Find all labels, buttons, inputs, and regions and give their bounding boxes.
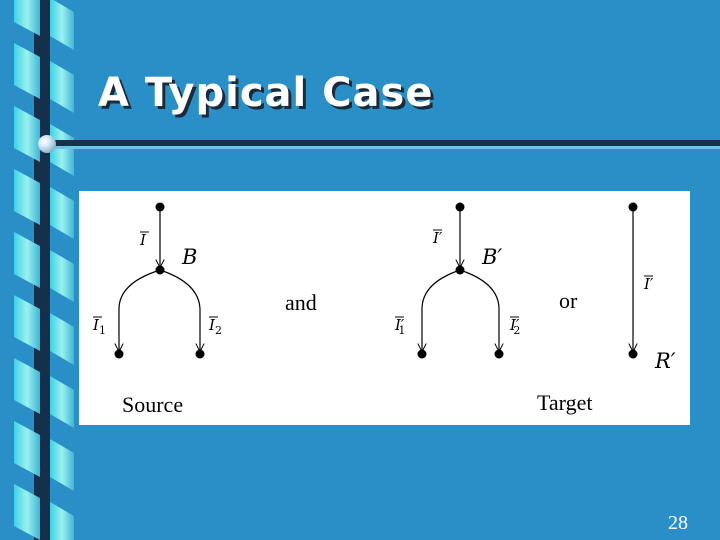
target1-top-node	[455, 202, 465, 212]
ribbon-segment-right	[50, 250, 74, 302]
target2-bottom-node	[628, 349, 638, 359]
ribbon-segment-right	[50, 61, 74, 113]
source-node-label: B	[181, 245, 197, 269]
source-caption: Source	[122, 392, 183, 417]
ribbon-segment-left	[14, 484, 40, 540]
transformation-diagram: I B I1 I2 Source and I′	[92, 202, 676, 417]
ribbon-segment-left	[14, 232, 40, 288]
target1-right-edge	[459, 269, 499, 351]
ribbon-segment-right	[50, 0, 74, 50]
page-number: 28	[668, 512, 688, 534]
target2-edge-label: I′	[643, 275, 654, 293]
title-rule	[38, 135, 720, 153]
source-graph: I B I1 I2 Source	[92, 202, 222, 417]
source-right-node	[195, 349, 205, 359]
source-left-node	[114, 349, 124, 359]
ribbon-segment-right	[50, 439, 74, 491]
source-left-edge-label: I1	[92, 316, 106, 337]
diagram-panel: I B I1 I2 Source and I′	[79, 191, 690, 425]
ribbon-segment-left	[14, 421, 40, 477]
ribbon-segment-right	[50, 124, 74, 176]
target1-top-edge-label: I′	[432, 229, 443, 247]
target1-left-node	[417, 349, 427, 359]
ribbon-segment-left	[14, 43, 40, 99]
target1-right-node	[494, 349, 504, 359]
ribbon-segments	[14, 0, 74, 540]
source-left-edge	[119, 269, 161, 351]
source-right-edge-label: I2	[208, 316, 222, 337]
ribbon-segment-left	[14, 169, 40, 225]
target2-node-label: R′	[654, 349, 676, 373]
ribbon-segment-right	[50, 502, 74, 540]
target1-left-edge-label: I′1	[394, 316, 405, 337]
source-right-edge	[159, 269, 200, 351]
ribbon-segment-right	[50, 187, 74, 239]
left-ribbon-decoration	[14, 0, 74, 540]
slide-title: A Typical Case	[98, 70, 434, 116]
connector-and: and	[285, 290, 317, 315]
target2-top-node	[628, 202, 638, 212]
connector-or: or	[559, 288, 578, 313]
ribbon-segment-right	[50, 376, 74, 428]
ribbon-segment-left	[14, 106, 40, 162]
target-caption: Target	[537, 390, 592, 415]
title-rule-ball	[38, 135, 56, 153]
ribbon-segment-left	[14, 358, 40, 414]
target1-node-label: B′	[481, 245, 502, 269]
ribbon-segment-left	[14, 295, 40, 351]
title-rule-light-line	[50, 146, 720, 149]
source-top-edge-label: I	[139, 231, 147, 249]
source-top-node	[155, 202, 165, 212]
target1-right-edge-label: I′2	[509, 316, 520, 337]
ribbon-segment-right	[50, 313, 74, 365]
target-graph-second: I′ R′	[628, 202, 676, 373]
target1-left-edge	[422, 269, 461, 351]
target-graph-first: I′ B′ I′1 I′2	[394, 202, 520, 359]
title-rule-dark-line	[50, 140, 720, 146]
ribbon-segment-left	[14, 0, 40, 36]
